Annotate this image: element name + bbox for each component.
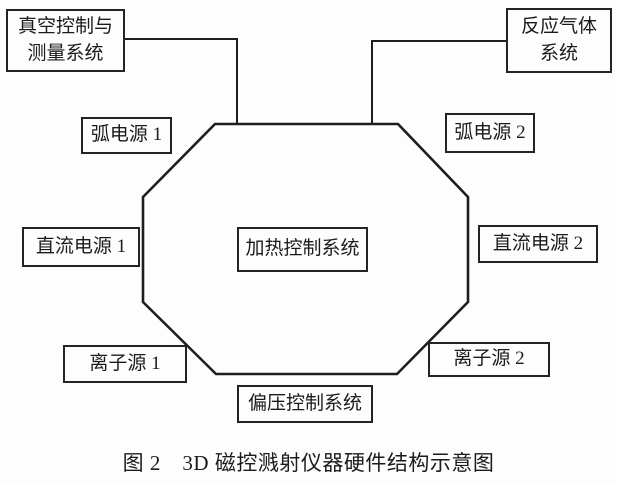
node-label-line: 反应气体 [520, 16, 597, 38]
gas-system-connector-line [371, 40, 506, 124]
node-label: 弧电源 1 [90, 124, 163, 146]
node-reaction-gas-system: 反应气体 系统 [506, 8, 612, 73]
node-bias-control-system: 偏压控制系统 [237, 385, 373, 423]
node-vacuum-control-system: 真空控制与 测量系统 [6, 9, 125, 72]
vacuum-system-connector-line [125, 38, 238, 124]
node-label-line: 系统 [539, 42, 578, 64]
node-arc-power-1: 弧电源 1 [81, 117, 172, 154]
node-label-line: 真空控制与 [17, 16, 113, 38]
node-label-line: 测量系统 [27, 42, 104, 64]
node-arc-power-2: 弧电源 2 [445, 113, 535, 153]
figure-caption: 图 2 3D 磁控溅射仪器硬件结构示意图 [122, 451, 495, 475]
node-label: 直流电源 2 [492, 232, 584, 254]
node-label: 直流电源 1 [35, 235, 127, 257]
node-label: 离子源 2 [453, 348, 525, 370]
node-label: 弧电源 2 [454, 121, 526, 143]
node-label: 离子源 1 [89, 352, 161, 374]
node-label: 加热控制系统 [245, 238, 360, 260]
node-heating-control-system: 加热控制系统 [237, 227, 368, 272]
vacuum-chamber-octagon [141, 122, 470, 376]
node-label: 偏压控制系统 [247, 392, 362, 414]
node-ion-source-1: 离子源 1 [63, 345, 187, 383]
node-dc-power-2: 直流电源 2 [478, 225, 598, 263]
node-dc-power-1: 直流电源 1 [22, 227, 140, 267]
node-ion-source-2: 离子源 2 [428, 342, 550, 377]
